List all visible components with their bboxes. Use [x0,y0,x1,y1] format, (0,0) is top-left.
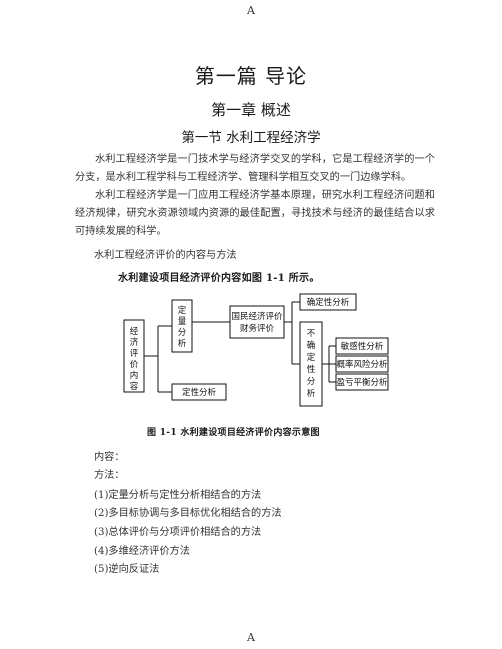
national-label: 国民经济评价 [231,311,283,322]
sensitivity-label: 敏感性分析 [341,341,384,352]
probability-label: 概率风险分析 [336,359,388,370]
method-item: (5)逆向反证法 [94,564,160,575]
footer-mark: A [247,631,255,644]
method-item: (1)定量分析与定性分析相结合的方法 [94,490,262,501]
paragraph-application: 水利工程经济学是一门应用工程经济学基本原理，研究水利工程经济问题和经济规律，研究… [75,190,435,237]
part-title: 第一篇 导论 [194,64,308,88]
uncertainty-char: 分 [307,377,316,387]
uncertainty-char: 不 [307,329,316,339]
header-mark: A [247,4,255,17]
figure-intro: 水利建设项目经济评价内容如图 1-1 所示。 [118,273,320,284]
root-char: 容 [130,381,139,392]
certainty-label: 确定性分析 [307,297,350,308]
paragraph-definition: 水利工程经济学是一门技术学与经济学交叉的学科，它是工程经济学的一个分支，是水利工… [75,154,435,183]
root-char: 济 [130,337,139,348]
method-item: (3)总体评价与分项评价相结合的方法 [94,527,262,538]
method-item: (2)多目标协调与多目标优化相结合的方法 [94,508,282,519]
uncertainty-char: 确 [307,340,316,351]
uncertainty-char: 定 [307,352,316,363]
financial-label: 财务评价 [240,323,275,334]
qualitative-label: 定性分析 [182,387,217,398]
content-label: 内容： [94,452,125,463]
quantitative-char: 析 [178,338,187,349]
quantitative-char: 定 [178,305,187,316]
root-char: 内 [130,370,139,381]
method-label: 方法： [94,470,125,481]
evaluation-diagram: 经 济 评 价 内 容 定 量 分 析 定性分析 国民经济评价 财务评价 确定性… [123,293,389,407]
uncertainty-char: 析 [307,388,316,399]
chapter-title: 第一章 概述 [211,101,291,119]
subheading: 水利工程经济评价的内容与方法 [94,250,237,261]
section-title: 第一节 水利工程经济学 [181,130,321,146]
root-char: 评 [130,349,139,359]
root-char: 价 [130,360,139,370]
method-item: (4)多维经济评价方法 [94,546,190,557]
quantitative-char: 量 [178,317,187,327]
uncertainty-char: 性 [307,364,316,375]
figure-caption: 图 1-1 水利建设项目经济评价内容示意图 [147,428,320,438]
quantitative-char: 分 [178,328,187,338]
breakeven-label: 盈亏平衡分析 [336,377,388,388]
root-char: 经 [130,326,139,337]
